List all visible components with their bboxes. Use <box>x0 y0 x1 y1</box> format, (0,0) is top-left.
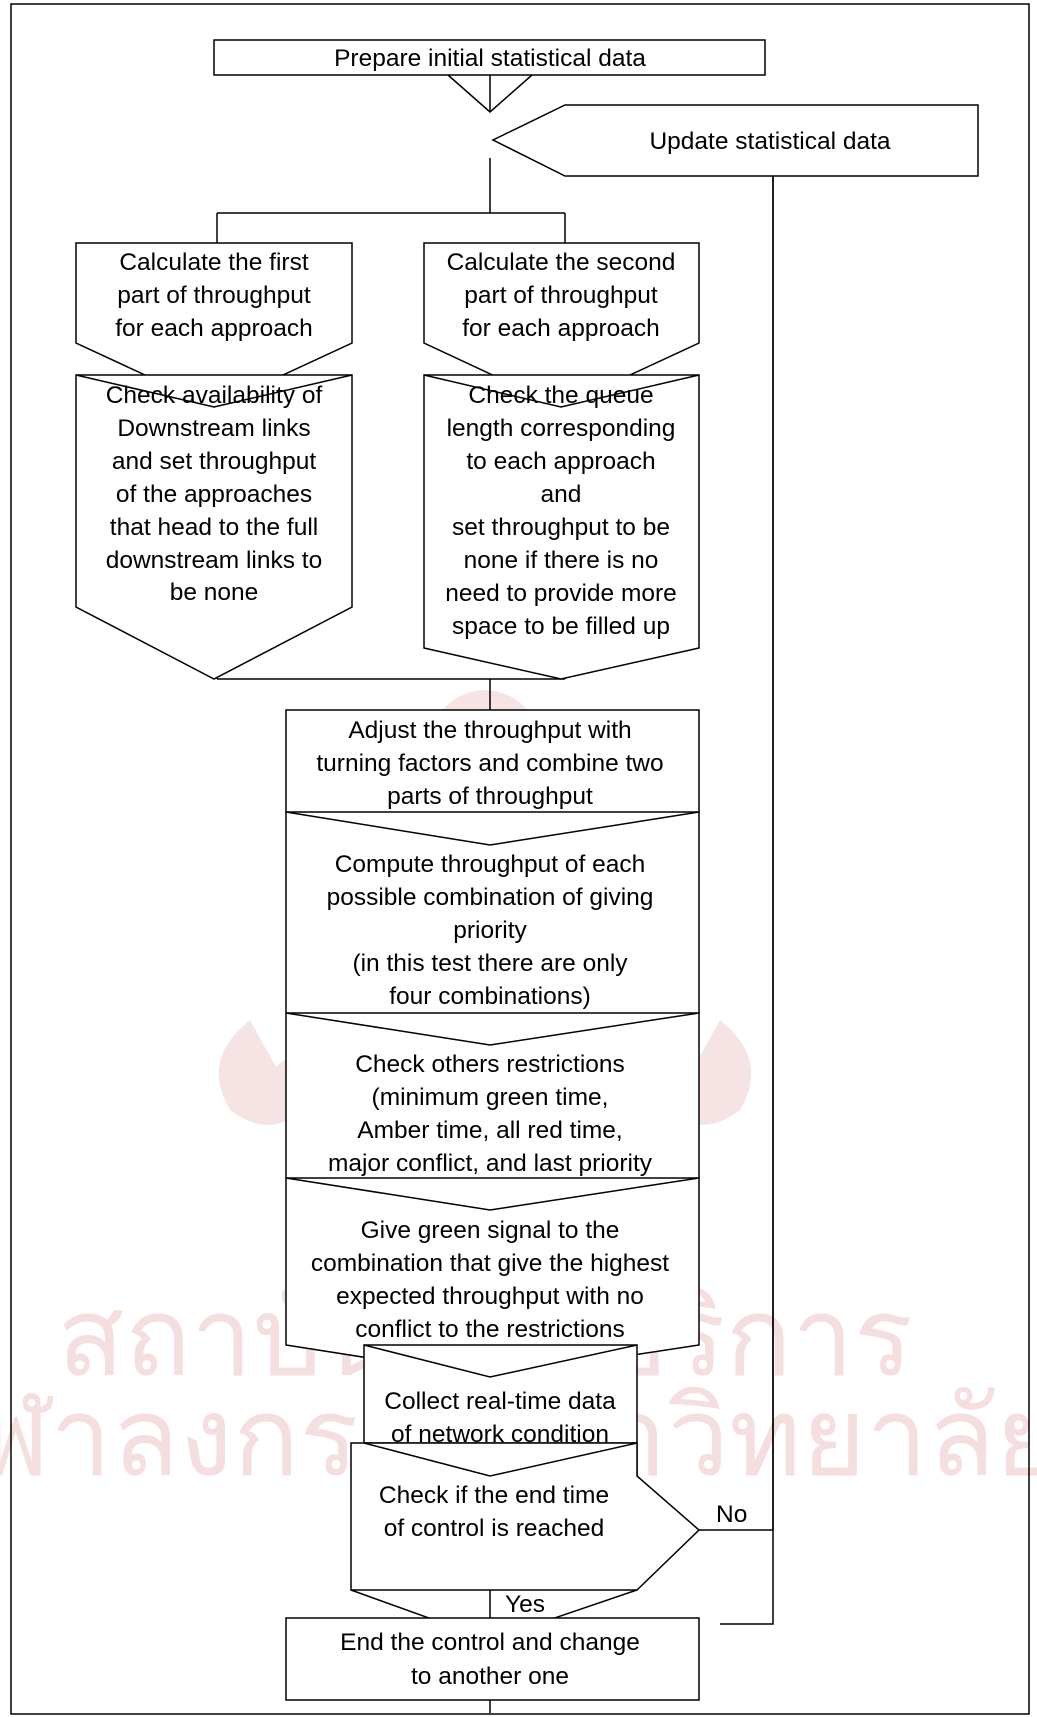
merge-chevron <box>447 74 533 113</box>
node-restrictions-line-2: (minimum green time, <box>372 1084 609 1111</box>
node-check-downstream-line-6: downstream links to <box>106 547 323 574</box>
node-compute-line-2: possible combination of giving <box>327 884 654 911</box>
edge-label-yes: Yes <box>505 1591 545 1618</box>
node-adjust-line-2: turning factors and combine two <box>316 750 663 777</box>
node-check-downstream-line-4: of the approaches <box>116 481 312 508</box>
node-check-queue-line-8: space to be filled up <box>452 613 670 640</box>
node-end-line-2: to another one <box>411 1663 569 1690</box>
node-green: Give green signal to the combination tha… <box>285 1177 700 1378</box>
node-check-end-line-2: of control is reached <box>384 1515 605 1542</box>
node-calc-second-line-1: Calculate the second <box>447 249 676 276</box>
outer-frame <box>10 3 1030 1715</box>
node-restrictions-line-1: Check others restrictions <box>355 1051 625 1078</box>
node-prepare-text: Prepare initial statistical data <box>334 45 646 72</box>
node-compute-line-4: (in this test there are only <box>352 950 628 977</box>
node-restrictions-line-3: Amber time, all red time, <box>357 1117 623 1144</box>
node-green-line-4: conflict to the restrictions <box>355 1316 625 1343</box>
node-green-line-1: Give green signal to the <box>361 1217 620 1244</box>
node-update: Update statistical data <box>491 104 979 177</box>
node-restrictions: Check others restrictions (minimum green… <box>285 1012 700 1211</box>
node-check-downstream-line-7: be none <box>170 579 259 606</box>
connectors <box>216 75 774 1713</box>
node-check-queue-line-2: length corresponding <box>447 415 676 442</box>
node-green-line-2: combination that give the highest <box>311 1250 669 1277</box>
node-check-downstream-line-2: Downstream links <box>117 415 310 442</box>
node-adjust-line-1: Adjust the throughput with <box>348 717 631 744</box>
node-calc-first-line-3: for each approach <box>115 315 313 342</box>
node-compute-line-3: priority <box>453 917 527 944</box>
node-check-downstream-line-1: Check availability of <box>106 382 323 409</box>
node-check-queue-line-6: none if there is no <box>464 547 659 574</box>
node-calc-first: Calculate the first part of throughput f… <box>75 242 353 408</box>
node-prepare: Prepare initial statistical data <box>213 39 766 76</box>
node-calc-first-line-1: Calculate the first <box>119 249 308 276</box>
node-check-end: Check if the end time of control is reac… <box>350 1442 701 1641</box>
node-check-end-line-1: Check if the end time <box>379 1482 609 1509</box>
node-check-downstream-line-3: and set throughput <box>112 448 317 475</box>
node-check-downstream-line-5: that head to the full <box>110 514 318 541</box>
node-check-queue-line-7: need to provide more <box>445 580 677 607</box>
node-green-line-3: expected throughput with no <box>336 1283 644 1310</box>
node-calc-second: Calculate the second part of throughput … <box>423 242 700 408</box>
node-calc-first-line-2: part of throughput <box>117 282 311 309</box>
node-check-queue-line-4: and <box>541 481 582 508</box>
node-check-downstream: Check availability of Downstream links a… <box>75 374 353 680</box>
node-compute: Compute throughput of each possible comb… <box>285 811 700 1046</box>
node-adjust-line-3: parts of throughput <box>387 783 593 810</box>
node-check-queue-line-3: to each approach <box>466 448 655 475</box>
node-update-text: Update statistical data <box>649 128 890 155</box>
node-check-queue-line-1: Check the queue <box>468 382 653 409</box>
node-collect-line-1: Collect real-time data <box>384 1388 616 1415</box>
node-compute-line-1: Compute throughput of each <box>335 851 646 878</box>
node-compute-line-5: four combinations) <box>389 983 591 1010</box>
node-calc-second-line-3: for each approach <box>462 315 660 342</box>
node-restrictions-line-4: major conflict, and last priority <box>328 1150 653 1177</box>
node-check-queue: Check the queue length corresponding to … <box>423 374 700 680</box>
edge-no-loop <box>699 176 774 1531</box>
node-end-line-1: End the control and change <box>340 1629 640 1656</box>
edge-label-no: No <box>716 1501 747 1528</box>
node-check-queue-line-5: set throughput to be <box>452 514 670 541</box>
node-calc-second-line-2: part of throughput <box>464 282 658 309</box>
node-end: End the control and change to another on… <box>285 1617 700 1701</box>
